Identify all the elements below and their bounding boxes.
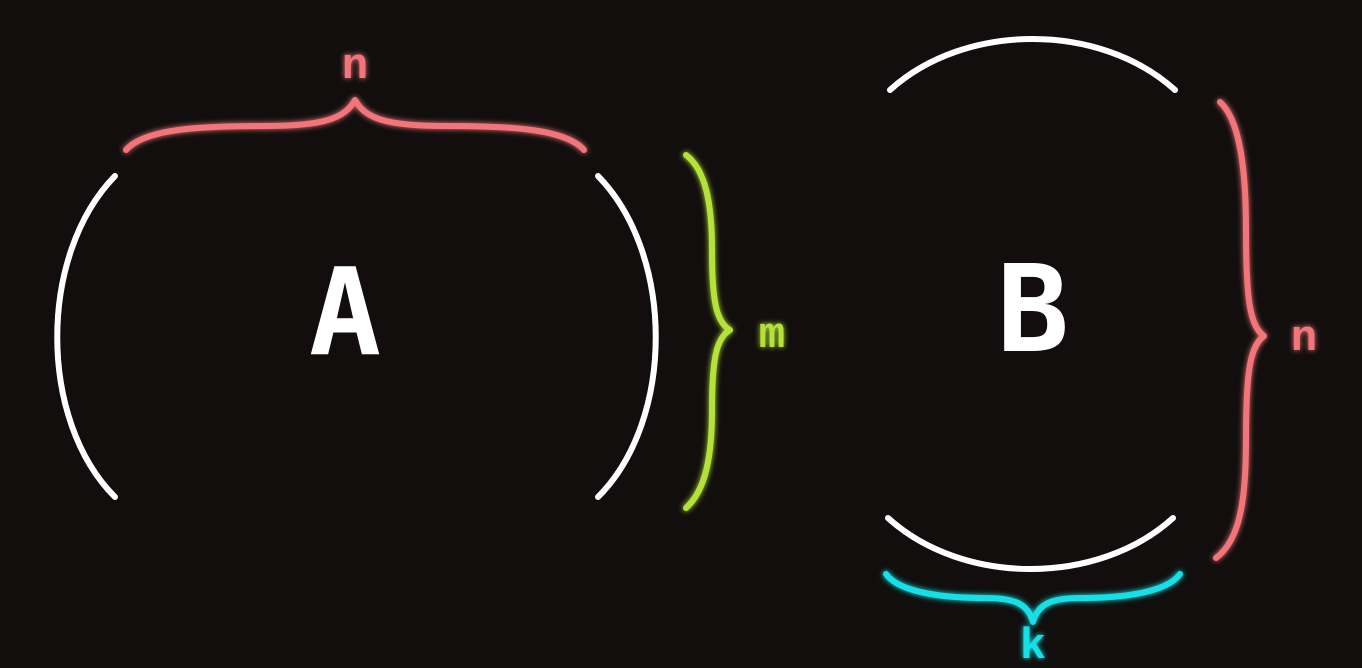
matrix-a-side-brace <box>683 152 733 511</box>
matrix-a-left-paren <box>54 173 118 500</box>
matrix-a-right-paren <box>595 173 659 500</box>
matrix-a-side-dimension-label: m <box>759 311 785 361</box>
matrix-b-label: B <box>997 241 1069 380</box>
matrix-b-bottom-paren <box>885 515 1176 572</box>
matrix-a-top-brace <box>123 97 587 153</box>
matrix-b-bottom-dimension-label: k <box>1020 622 1046 668</box>
matrix-a-group: n A m <box>54 42 785 511</box>
matrix-b-bottom-brace <box>883 571 1183 625</box>
matrix-b-side-dimension-label: n <box>1291 314 1317 364</box>
matrix-b-side-brace <box>1213 99 1267 561</box>
matrix-a-label: A <box>309 244 381 383</box>
matrix-b-top-paren <box>887 36 1178 93</box>
matrix-a-top-dimension-label: n <box>342 42 368 92</box>
matrix-b-group: B n k <box>883 36 1317 668</box>
